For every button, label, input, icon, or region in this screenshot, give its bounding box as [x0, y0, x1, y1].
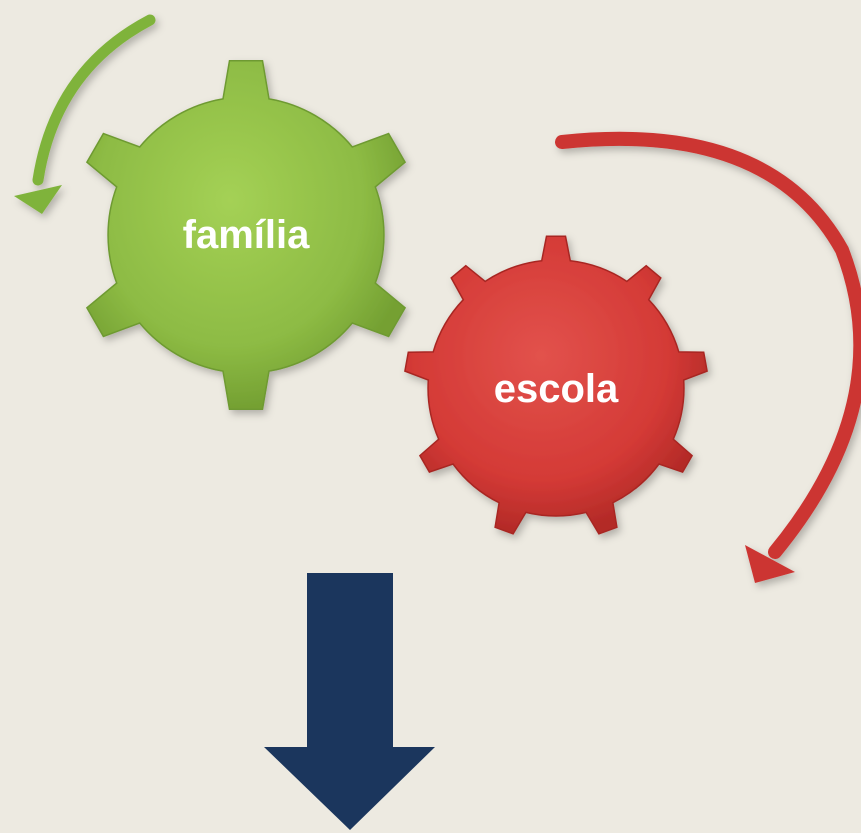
gear-familia-label: família [183, 213, 310, 257]
green-cycle-arrow [14, 14, 156, 214]
gear-escola-label: escola [494, 367, 619, 411]
gear-escola: escola [404, 235, 708, 535]
gear-familia: família [85, 60, 407, 410]
down-arrow [264, 573, 435, 830]
red-cycle-arrow [555, 131, 861, 583]
